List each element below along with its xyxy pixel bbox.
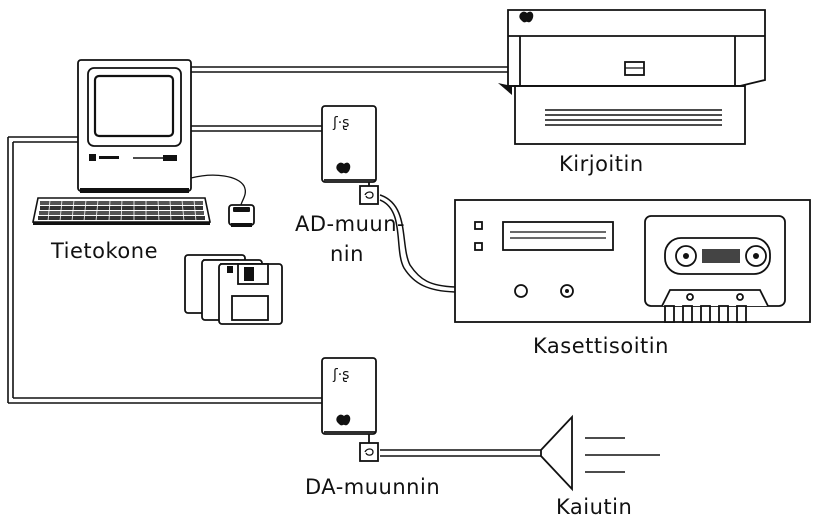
sound-lines [585,438,660,472]
svg-text:ʃ·ʂ: ʃ·ʂ [332,115,349,131]
ad-converter: ʃ·ʂ [322,106,378,204]
da-converter: ʃ·ʂ [322,358,378,461]
speaker [541,417,572,489]
cassette-player [455,200,810,322]
label-printer: Kirjoitin [559,154,644,175]
floppy-disks [185,255,282,324]
computer [78,60,191,193]
cable-computer-to-ad-converter [191,126,322,131]
label-speaker: Kaiutin [556,497,632,518]
label-da-converter: DA-muunnin [305,477,440,498]
cable-ad-to-cassette [380,195,455,292]
label-ad-converter-line1: AD-muun- [295,214,405,235]
label-computer: Tietokone [51,241,158,262]
mouse [229,205,254,227]
label-cassette-player: Kasettisoitin [533,336,669,357]
label-ad-converter-line2: nin [330,244,364,265]
keyboard [33,198,210,225]
printer [498,10,765,144]
svg-text:ʃ·ʂ: ʃ·ʂ [332,367,349,383]
cable-da-to-speaker [380,450,541,456]
cable-computer-to-printer [191,67,512,72]
